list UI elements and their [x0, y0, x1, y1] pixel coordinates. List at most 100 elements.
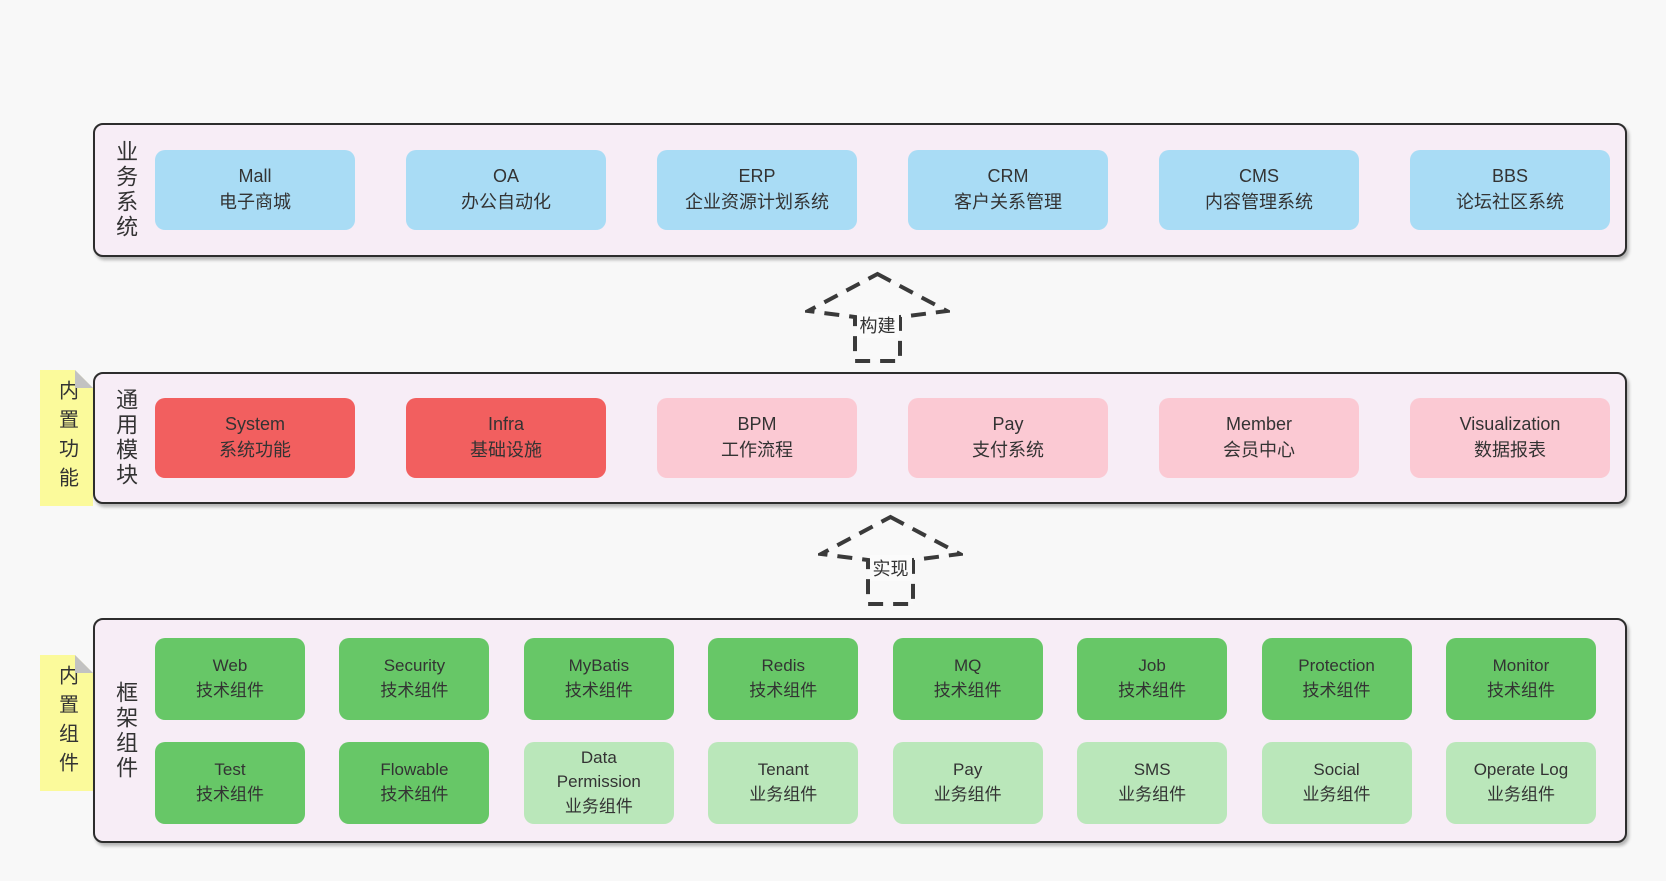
box-pay-business: Pay 业务组件	[892, 741, 1043, 824]
band-common-modules-gutter: 通用模块	[95, 388, 155, 488]
box-title: SMS	[1133, 760, 1171, 780]
arrow-build: 构建	[805, 271, 950, 364]
box-title: MyBatis	[568, 656, 630, 676]
box-title: Data Permission	[556, 748, 641, 792]
folded-corner-icon	[75, 655, 93, 673]
box-subtitle: 业务组件	[933, 784, 1002, 804]
box-title: Security	[383, 656, 446, 676]
box-subtitle: 内容管理系统	[1205, 192, 1313, 212]
box-subtitle: 技术组件	[380, 680, 449, 700]
box-oa: OA 办公自动化	[406, 150, 606, 230]
box-test: Test 技术组件	[155, 741, 305, 824]
box-title: Test	[214, 760, 246, 780]
box-subtitle: 支付系统	[972, 440, 1044, 460]
box-subtitle: 电子商城	[219, 192, 291, 212]
box-protection: Protection 技术组件	[1261, 637, 1412, 720]
box-title: OA	[492, 166, 519, 187]
box-title: System	[224, 414, 285, 435]
band-framework-components-gutter: 框架组件	[95, 681, 155, 781]
business-systems-boxes: Mall 电子商城 OA 办公自动化 ERP 企业资源计划系统 CRM 客户关系…	[155, 150, 1625, 230]
box-subtitle: 业务组件	[1486, 784, 1555, 804]
band-framework-components: 框架组件 Web 技术组件 Security 技术组件 MyBatis 技术组件…	[93, 618, 1627, 843]
arrow-implement: 实现	[818, 514, 963, 607]
box-subtitle: 业务组件	[564, 796, 633, 816]
box-title: Flowable	[380, 760, 449, 780]
box-title: Mall	[238, 166, 272, 187]
box-subtitle: 会员中心	[1223, 440, 1295, 460]
note-built-in-components: 内置组件	[40, 655, 93, 791]
box-subtitle: 技术组件	[1302, 680, 1371, 700]
note-built-in-components-label: 内置组件	[55, 665, 78, 781]
box-title: BPM	[737, 414, 777, 435]
common-modules-boxes: System 系统功能 Infra 基础设施 BPM 工作流程 Pay 支付系统…	[155, 398, 1625, 478]
band-label-business-systems: 业务系统	[113, 140, 139, 240]
box-title: Infra	[487, 414, 525, 435]
band-common-modules: 通用模块 System 系统功能 Infra 基础设施 BPM 工作流程 Pay…	[93, 372, 1627, 504]
box-subtitle: 业务组件	[1118, 784, 1187, 804]
box-operate-log: Operate Log 业务组件	[1445, 741, 1596, 824]
band-business-systems-gutter: 业务系统	[95, 140, 155, 240]
box-pay: Pay 支付系统	[908, 398, 1108, 478]
box-job: Job 技术组件	[1077, 637, 1228, 720]
box-mybatis: MyBatis 技术组件	[523, 637, 674, 720]
box-mall: Mall 电子商城	[155, 150, 355, 230]
box-subtitle: 技术组件	[933, 680, 1002, 700]
box-title: Member	[1225, 414, 1292, 435]
box-flowable: Flowable 技术组件	[339, 741, 490, 824]
box-web: Web 技术组件	[155, 637, 305, 720]
folded-corner-icon	[75, 370, 93, 388]
box-subtitle: 数据报表	[1474, 440, 1546, 460]
box-title: Pay	[953, 760, 983, 780]
box-title: BBS	[1491, 166, 1529, 187]
box-visualization: Visualization 数据报表	[1410, 398, 1610, 478]
box-mq: MQ 技术组件	[892, 637, 1043, 720]
box-title: Protection	[1298, 656, 1375, 676]
box-subtitle: 技术组件	[196, 784, 264, 804]
box-title: Operate Log	[1473, 760, 1569, 780]
box-data-permission: Data Permission 业务组件	[523, 741, 674, 824]
box-title: Monitor	[1492, 656, 1550, 676]
box-subtitle: 技术组件	[1118, 680, 1187, 700]
box-redis: Redis 技术组件	[708, 637, 859, 720]
box-title: Visualization	[1459, 414, 1561, 435]
box-monitor: Monitor 技术组件	[1445, 637, 1596, 720]
note-built-in-features-label: 内置功能	[55, 380, 78, 496]
box-title: Pay	[992, 414, 1024, 435]
framework-components-boxes: Web 技术组件 Security 技术组件 MyBatis 技术组件 Redi…	[155, 637, 1625, 824]
box-security: Security 技术组件	[339, 637, 490, 720]
box-subtitle: 技术组件	[1486, 680, 1555, 700]
box-infra: Infra 基础设施	[406, 398, 606, 478]
box-title: Tenant	[757, 760, 809, 780]
box-subtitle: 企业资源计划系统	[685, 192, 829, 212]
box-subtitle: 客户关系管理	[954, 192, 1062, 212]
arrow-build-label: 构建	[856, 312, 899, 338]
box-sms: SMS 业务组件	[1077, 741, 1228, 824]
box-subtitle: 技术组件	[564, 680, 633, 700]
box-crm: CRM 客户关系管理	[908, 150, 1108, 230]
box-tenant: Tenant 业务组件	[708, 741, 859, 824]
box-title: MQ	[953, 656, 982, 676]
box-bpm: BPM 工作流程	[657, 398, 857, 478]
box-title: Web	[212, 656, 248, 676]
box-subtitle: 工作流程	[721, 440, 793, 460]
box-subtitle: 基础设施	[470, 440, 542, 460]
box-cms: CMS 内容管理系统	[1159, 150, 1359, 230]
box-title: Social	[1313, 760, 1360, 780]
arrow-implement-label: 实现	[869, 555, 912, 581]
box-title: CRM	[987, 166, 1029, 187]
band-label-common-modules: 通用模块	[113, 388, 139, 488]
box-bbs: BBS 论坛社区系统	[1410, 150, 1610, 230]
box-subtitle: 技术组件	[380, 784, 449, 804]
framework-components-row-2: Test 技术组件 Flowable 技术组件 Data Permission …	[155, 741, 1596, 824]
box-subtitle: 办公自动化	[461, 192, 551, 212]
box-erp: ERP 企业资源计划系统	[657, 150, 857, 230]
box-subtitle: 业务组件	[749, 784, 818, 804]
box-subtitle: 技术组件	[749, 680, 818, 700]
box-member: Member 会员中心	[1159, 398, 1359, 478]
box-subtitle: 论坛社区系统	[1456, 192, 1564, 212]
note-built-in-features: 内置功能	[40, 370, 93, 506]
framework-components-row-1: Web 技术组件 Security 技术组件 MyBatis 技术组件 Redi…	[155, 637, 1596, 720]
box-title: CMS	[1239, 166, 1279, 187]
band-business-systems: 业务系统 Mall 电子商城 OA 办公自动化 ERP 企业资源计划系统 CRM…	[93, 123, 1627, 257]
